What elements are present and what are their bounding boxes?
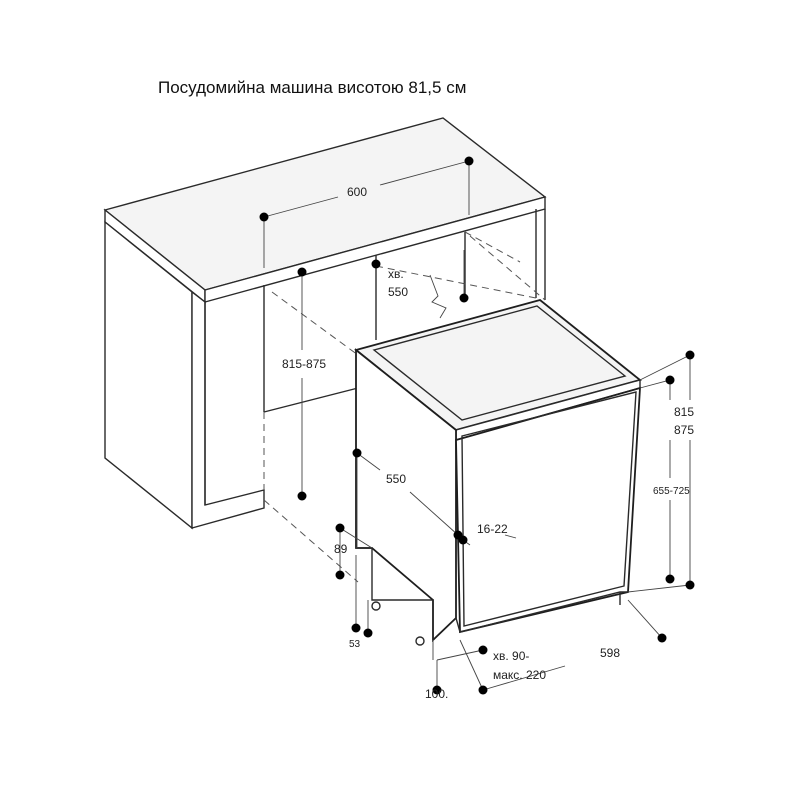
dishwasher-base xyxy=(455,591,628,633)
label-height-low: 815 xyxy=(674,405,694,419)
label-door-thickness: 16-22 xyxy=(477,522,508,536)
label-foot-height: 53 xyxy=(349,639,361,650)
niche-outline xyxy=(263,231,546,583)
label-appliance-width: 598 xyxy=(600,646,620,660)
dishwasher xyxy=(354,299,642,646)
cabinet-floor-line xyxy=(263,387,359,413)
label-plinth-height: 89 xyxy=(334,542,348,556)
label-niche-height: 815-875 xyxy=(282,357,326,371)
kitchen-cabinet xyxy=(103,117,547,530)
label-cabinet-width: 600 xyxy=(347,185,367,199)
label-plinth-gap-max: макс. 220 xyxy=(493,668,546,682)
dishwasher-plinth-step xyxy=(356,547,434,640)
label-door-panel-height: 655-725 xyxy=(653,486,690,497)
dishwasher-door-inner xyxy=(461,391,637,627)
dimension-markers xyxy=(259,156,695,695)
cabinet-front-panel xyxy=(191,290,265,529)
dimension-lines xyxy=(263,160,691,691)
label-height-high: 875 xyxy=(674,423,694,437)
dimension-labels: 600 хв. 550 815-875 550 16-22 89 53 815 … xyxy=(282,185,694,701)
dishwasher-top-inner xyxy=(372,305,627,421)
dishwasher-foot xyxy=(371,601,381,611)
label-plinth-gap-min: хв. 90- xyxy=(493,649,529,663)
label-min-depth-value: 550 xyxy=(388,285,408,299)
label-plinth-offset: 100. xyxy=(425,687,448,701)
label-min-depth-prefix: хв. xyxy=(388,267,404,281)
label-appliance-depth: 550 xyxy=(386,472,406,486)
diagram-title: Посудомийна машина висотою 81,5 см xyxy=(158,78,466,97)
dishwasher-foot xyxy=(415,636,425,646)
